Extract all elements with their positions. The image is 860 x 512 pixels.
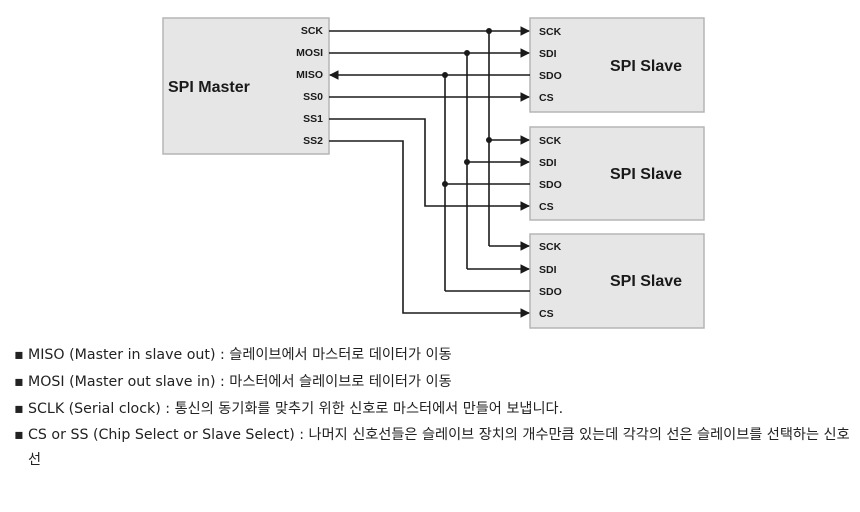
bullet-icon: ▪ [14, 427, 24, 443]
slave-1-pin-sck: SCK [539, 26, 562, 38]
miso-junction-1 [442, 72, 448, 78]
sck-junction-1 [486, 28, 492, 34]
mosi-junction-1 [464, 50, 470, 56]
spi-master-box [162, 17, 330, 155]
master-pin-ss2: SS2 [303, 135, 323, 147]
spi-slave-3-box [529, 233, 705, 329]
note-mosi: ▪MOSI (Master out slave in) : 마스터에서 슬레이브… [12, 369, 852, 396]
ss1-to-slave-2-cs [329, 118, 530, 211]
master-pin-ss1: SS1 [303, 113, 323, 125]
slave-2-pin-sdi: SDI [539, 157, 557, 169]
master-pin-ss0: SS0 [303, 91, 323, 103]
slave-1-pin-cs: CS [539, 92, 554, 104]
slave-2-pin-sck: SCK [539, 135, 562, 147]
master-pin-sck: SCK [301, 25, 324, 37]
note-miso-text: MISO (Master in slave out) : 슬레이브에서 마스터로… [28, 347, 452, 363]
note-miso: ▪MISO (Master in slave out) : 슬레이브에서 마스터… [12, 342, 852, 369]
slave-2-pin-sdo: SDO [539, 179, 562, 191]
spi-slave-1-box [529, 17, 705, 113]
spi-slave-3-title: SPI Slave [610, 273, 682, 290]
master-pin-mosi: MOSI [296, 47, 323, 59]
note-mosi-text: MOSI (Master out slave in) : 마스터에서 슬레이브로… [28, 374, 452, 390]
bullet-icon: ▪ [14, 374, 24, 390]
bullet-icon: ▪ [14, 347, 24, 363]
spi-slave-2-box [529, 126, 705, 221]
sck-junction-2 [486, 137, 492, 143]
slave-3-pin-sdo: SDO [539, 286, 562, 298]
signal-notes-list: ▪MISO (Master in slave out) : 슬레이브에서 마스터… [12, 342, 852, 473]
spi-master-title: SPI Master [168, 79, 250, 96]
miso-junction-2 [442, 181, 448, 187]
note-sclk-text: SCLK (Serial clock) : 통신의 동기화를 맞추기 위한 신호… [28, 401, 564, 417]
spi-slave-1-title: SPI Slave [610, 58, 682, 75]
ss2-to-slave-3-cs [329, 140, 530, 318]
spi-slave-2-title: SPI Slave [610, 166, 682, 183]
bullet-icon: ▪ [14, 401, 24, 417]
note-sclk: ▪SCLK (Serial clock) : 통신의 동기화를 맞추기 위한 신… [12, 396, 852, 423]
note-cs-ss-text: CS or SS (Chip Select or Slave Select) :… [28, 427, 850, 468]
slave-3-pin-sdi: SDI [539, 264, 557, 276]
note-cs-ss: ▪CS or SS (Chip Select or Slave Select) … [12, 423, 852, 473]
spi-bus-diagram: SPI Master SPI Slave SPI Slave SPI Slave… [162, 17, 705, 329]
slave-1-pin-sdo: SDO [539, 70, 562, 82]
slave-3-pin-sck: SCK [539, 241, 562, 253]
master-pin-miso: MISO [296, 69, 323, 81]
mosi-junction-2 [464, 159, 470, 165]
slave-2-pin-cs: CS [539, 201, 554, 213]
slave-3-pin-cs: CS [539, 308, 554, 320]
slave-1-pin-sdi: SDI [539, 48, 557, 60]
